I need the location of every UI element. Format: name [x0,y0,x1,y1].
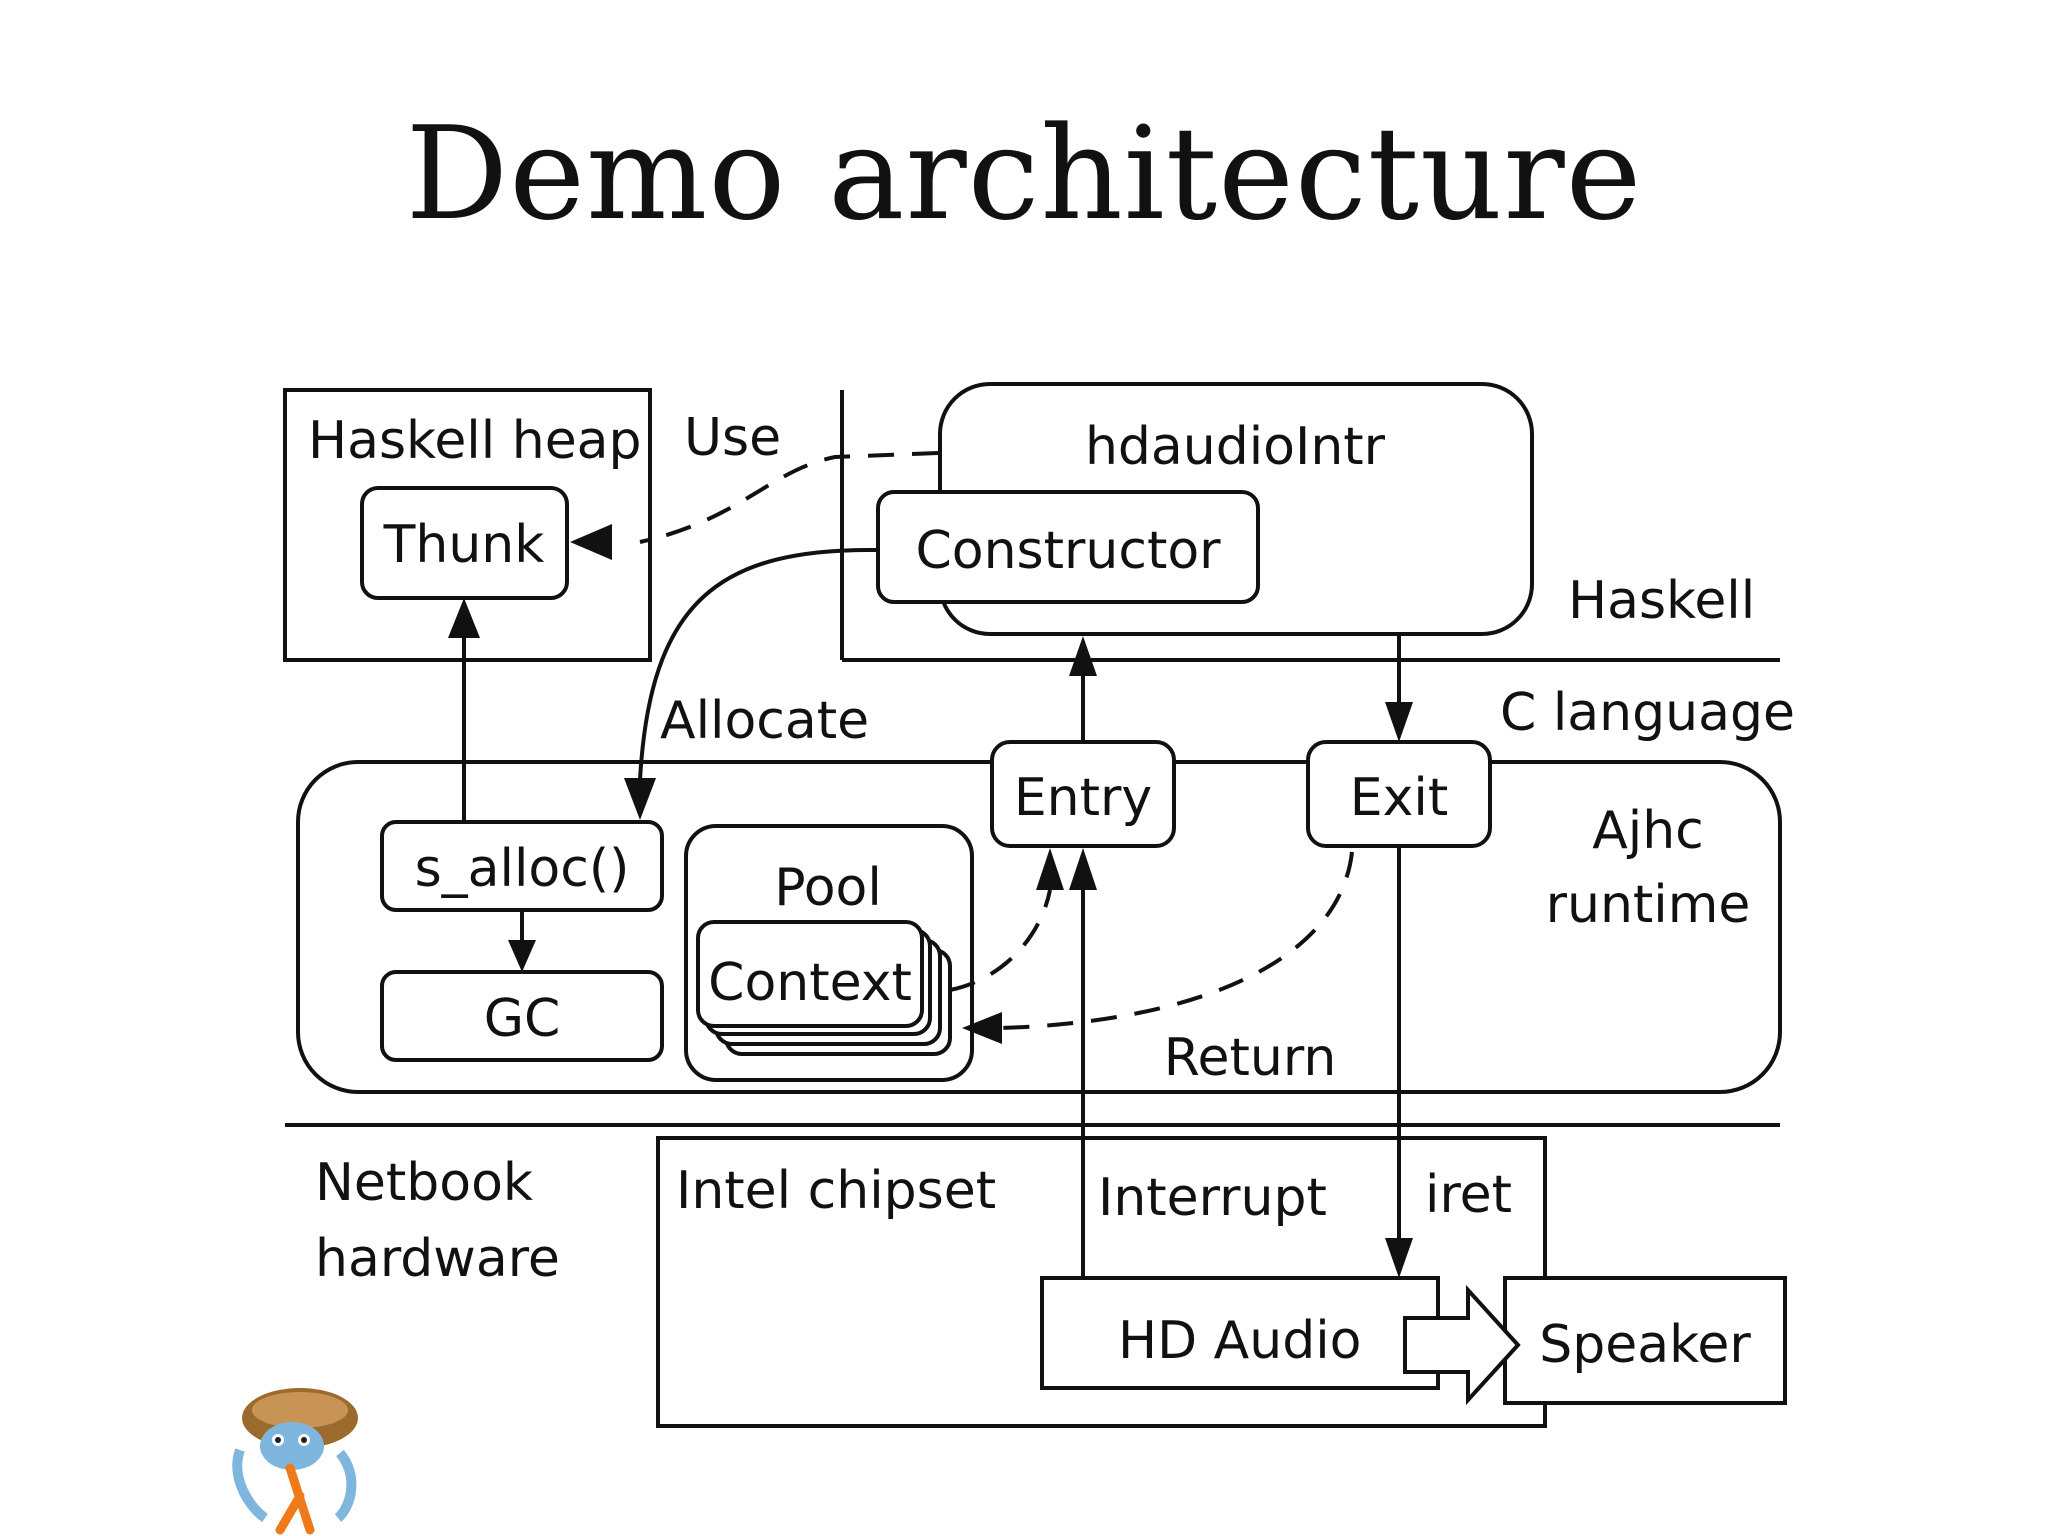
thunk-label: Thunk [383,515,545,575]
speaker-node: Speaker [1503,1276,1787,1405]
allocate-label: Allocate [660,691,869,751]
haskell-heap-label: Haskell heap [308,411,642,471]
exit-label: Exit [1350,768,1448,828]
haskell-heap-box: Haskell heap [283,388,652,662]
thunk-node: Thunk [360,486,569,600]
netbook-label: Netbook [315,1153,533,1213]
intel-chipset-box: Intel chipset [656,1136,1547,1428]
interrupt-arrowhead [1069,848,1097,890]
pool-node: Pool [684,824,974,1082]
speaker-label: Speaker [1539,1315,1751,1375]
return-label: Return [1164,1028,1337,1088]
allocate-arrow [638,547,879,781]
ajhc-label: Ajhc [1592,801,1704,861]
entry-node: Entry [990,740,1176,848]
s-alloc-node: s_alloc() [380,820,664,912]
iret-arrowhead [1385,1238,1413,1278]
iret-label: iret [1425,1165,1512,1225]
c-language-label: C language [1500,683,1795,743]
context-label: Context [708,953,912,1013]
context-to-entry-dashed-arrow [949,889,1052,992]
audio-output-block-arrow [1403,1284,1521,1406]
exit-node: Exit [1306,740,1492,848]
s-alloc-to-thunk-arrowhead [448,598,480,638]
runtime-label: runtime [1546,875,1751,935]
hdaudio-to-exit-arrowhead [1385,702,1413,742]
use-arrowhead [570,524,612,560]
haskell-region-label: Haskell [1568,571,1755,631]
hdaudio-intr-label: hdaudioIntr [1085,417,1386,477]
slide-title: Demo architecture [405,100,1643,249]
use-arrow [639,451,939,544]
constructor-node: Constructor [876,490,1260,604]
return-arrowhead [962,1012,1002,1044]
s-alloc-to-gc-arrowhead [508,940,536,972]
context-stack: Context [696,920,952,1056]
haskell-region-border [840,390,1780,662]
context-to-entry-arrowhead [1036,848,1064,890]
interrupt-label: Interrupt [1098,1168,1327,1228]
entry-label: Entry [1014,768,1152,828]
gc-node: GC [380,970,664,1062]
allocate-arrowhead [624,778,656,820]
s-alloc-label: s_alloc() [415,839,630,899]
hermit-crab-lambda-logo-icon [232,1388,358,1535]
constructor-label: Constructor [915,521,1221,581]
hardware-label: hardware [315,1229,560,1289]
hd-audio-label: HD Audio [1118,1311,1361,1371]
intel-chipset-label: Intel chipset [676,1161,996,1221]
pool-label: Pool [774,858,882,918]
gc-label: GC [484,989,561,1049]
use-label: Use [684,408,781,468]
entry-to-hdaudio-arrowhead [1069,636,1097,676]
hd-audio-node: HD Audio [1040,1276,1440,1390]
